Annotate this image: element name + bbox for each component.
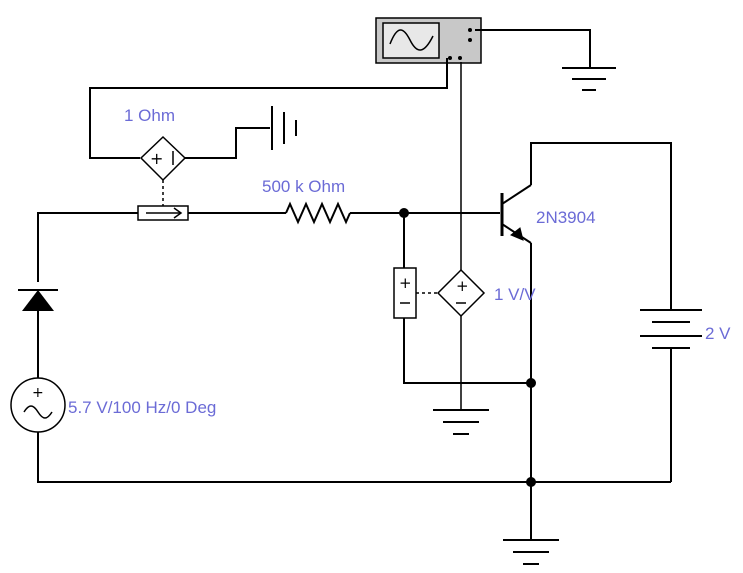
input-wire — [37, 212, 138, 282]
resistor-label: 500 k Ohm — [262, 177, 345, 196]
resistor-500k — [285, 201, 351, 225]
ground-junction-dot — [526, 477, 536, 487]
ccvs-to-battery-wire — [185, 127, 270, 159]
scope-ground — [475, 29, 616, 91]
ccvs-gain-label: 1 Ohm — [124, 106, 175, 125]
svg-text:+: + — [399, 274, 412, 292]
ccvs-1-ohm: + — [139, 135, 187, 182]
sine-icon — [23, 405, 53, 419]
emitter-junction-dot — [526, 378, 536, 388]
main-ground — [503, 539, 559, 565]
transistor-2n3904 — [500, 184, 532, 244]
collector-wire — [530, 142, 672, 310]
diode — [18, 289, 58, 311]
transistor-label: 2N3904 — [536, 208, 596, 227]
oscilloscope — [375, 17, 482, 64]
svg-text:+: + — [32, 385, 44, 401]
ac-source-label: 5.7 V/100 Hz/0 Deg — [68, 398, 216, 417]
bottom-rail — [37, 432, 671, 483]
svg-text:+: + — [456, 277, 469, 295]
voltage-sensor: + — [393, 267, 417, 319]
svg-text:+: + — [150, 149, 163, 168]
ac-voltage-source: + — [10, 377, 66, 433]
small-battery-symbol — [271, 106, 297, 150]
current-sensor — [137, 205, 189, 221]
vcvs-gain-label: 1 V/V — [494, 285, 536, 304]
scope-channel-a-wire — [89, 58, 448, 159]
battery-label: 2 V — [705, 324, 731, 343]
battery-2v — [640, 309, 702, 349]
vcvs-1-vv: + — [436, 268, 486, 318]
sine-wave-icon — [389, 29, 434, 51]
vcvs-ground — [433, 409, 489, 435]
